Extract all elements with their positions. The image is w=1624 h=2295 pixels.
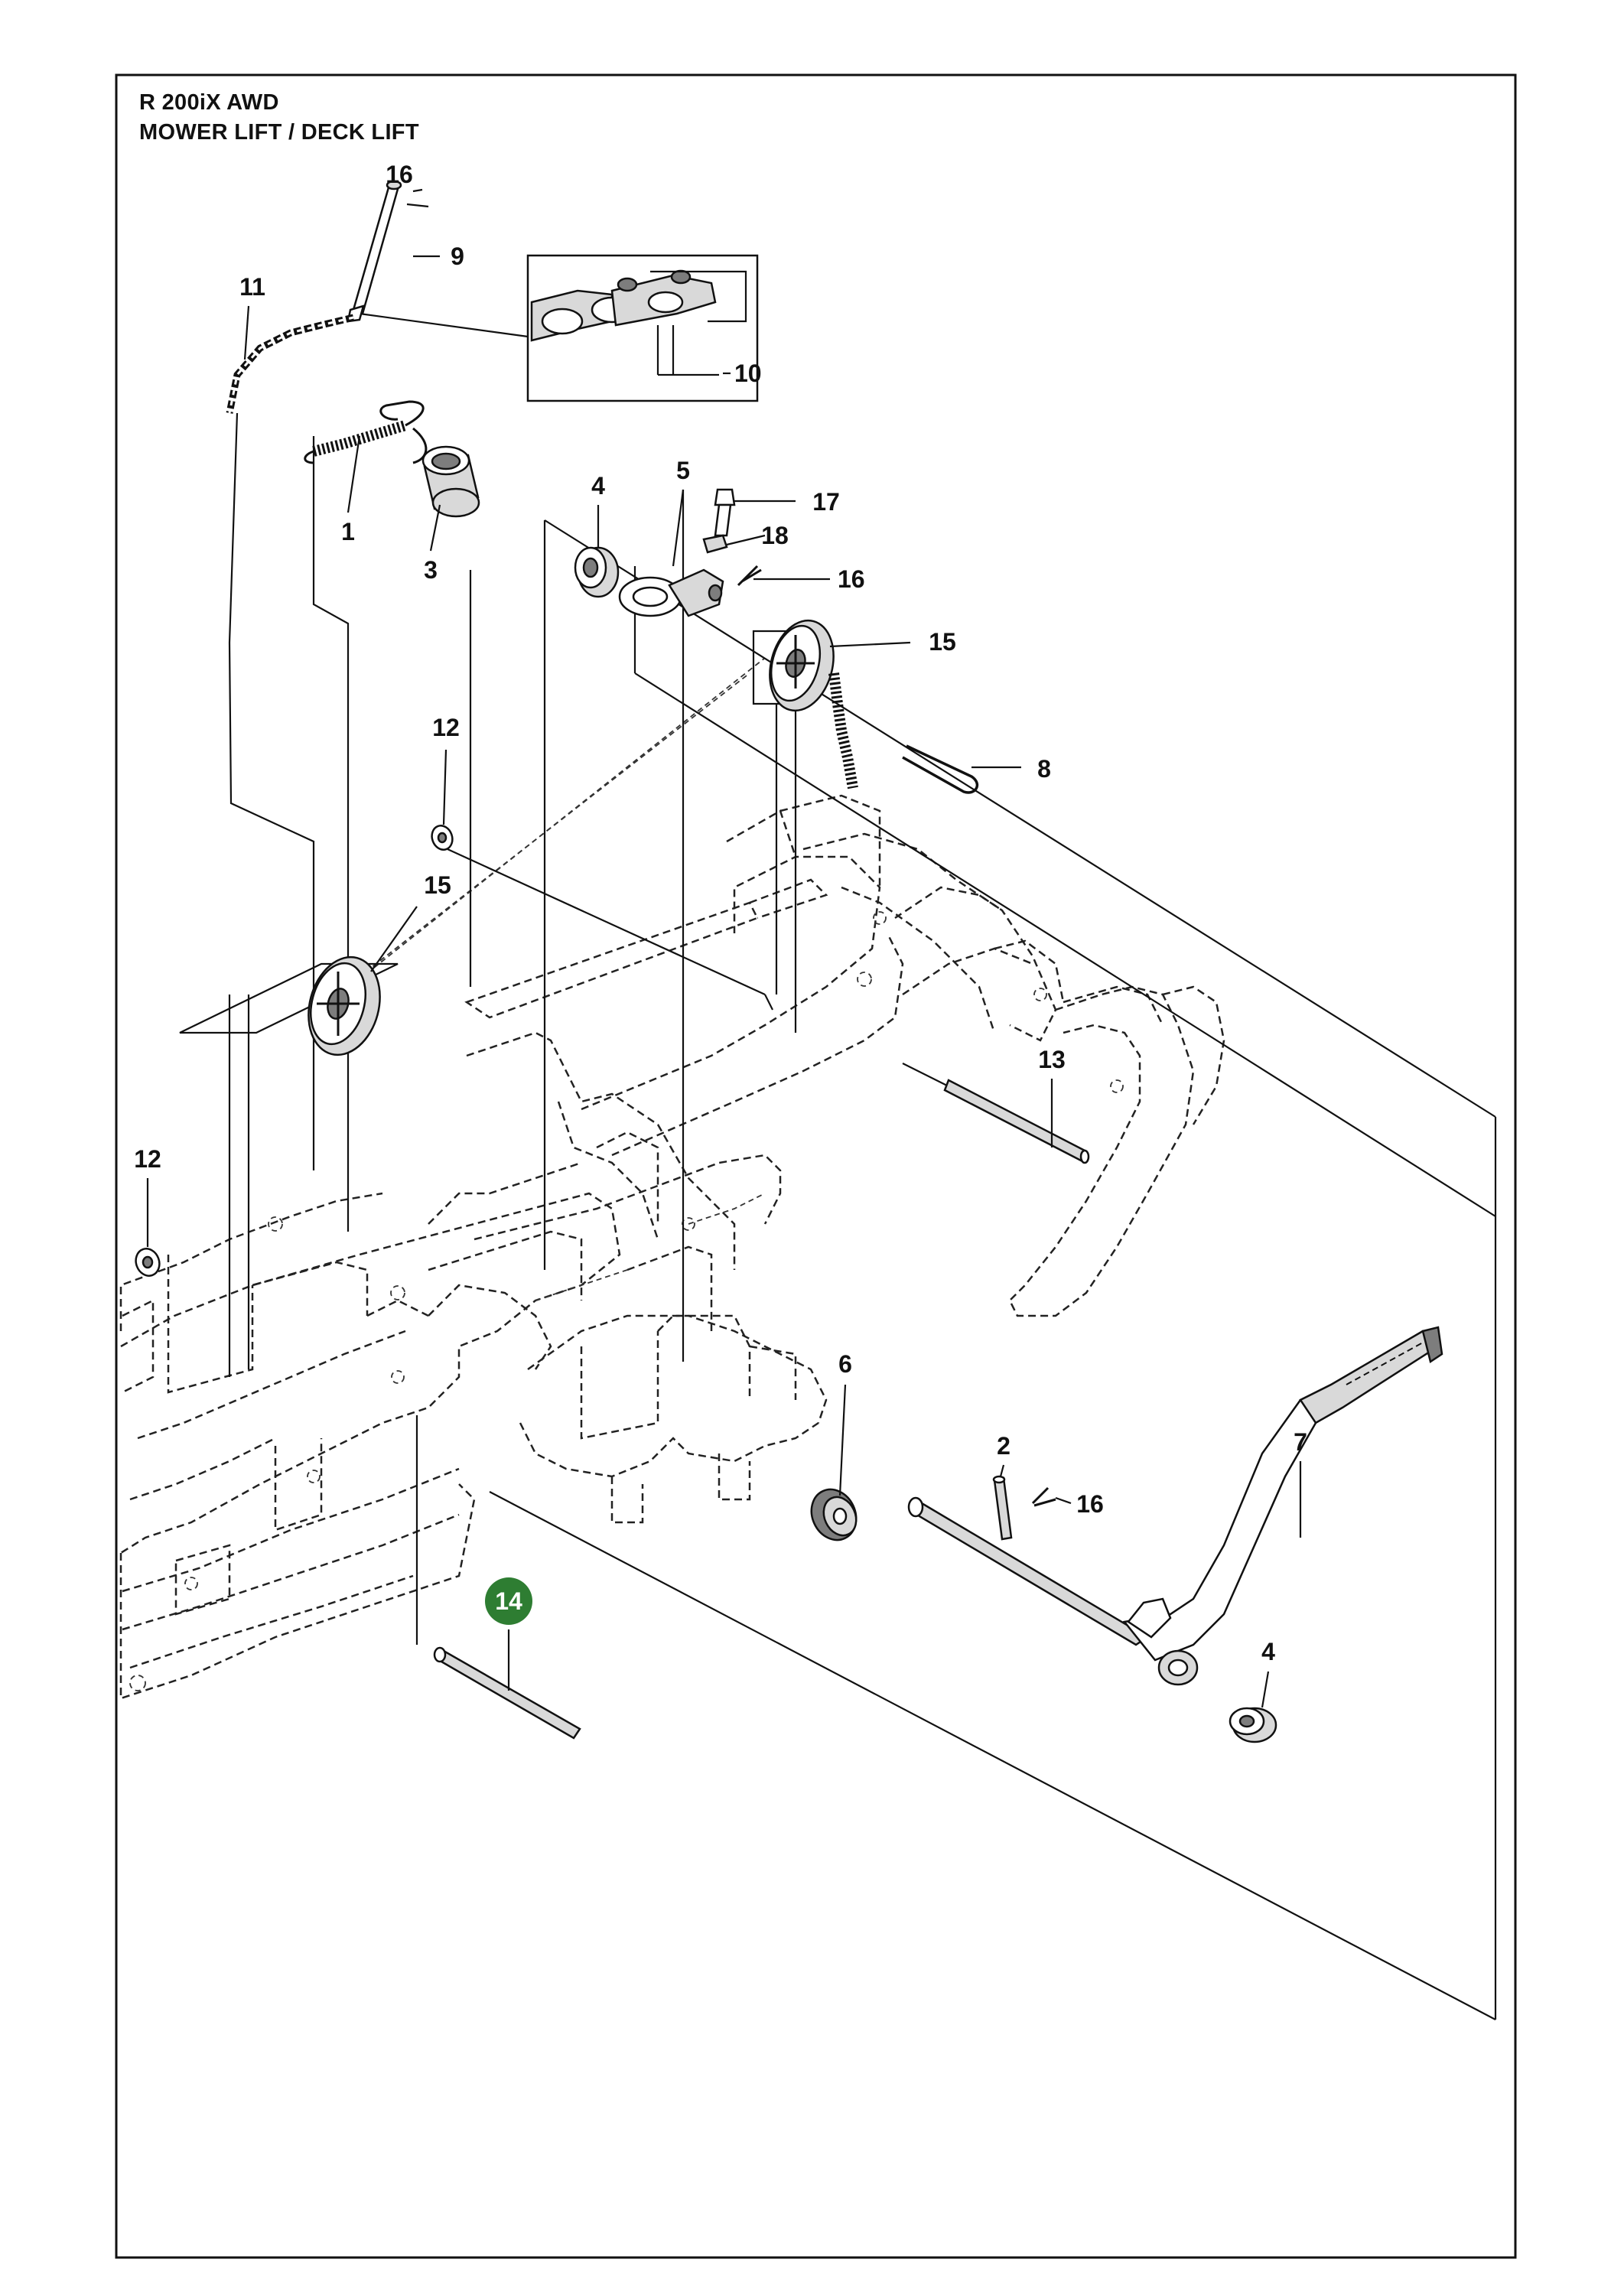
cotter-pin-middle xyxy=(737,565,762,587)
callout-1: 1 xyxy=(341,518,355,545)
chain-part xyxy=(226,314,355,414)
callout-leaders xyxy=(146,188,1302,1708)
hub-part xyxy=(810,1488,858,1541)
threaded-rod-part xyxy=(828,672,858,789)
callout-15b: 15 xyxy=(424,871,451,899)
flange-bushing-lower xyxy=(1229,1707,1277,1743)
bolt-part xyxy=(714,488,736,537)
callout-14-badge xyxy=(485,1577,532,1625)
callout-16c: 16 xyxy=(1076,1490,1104,1518)
chassis-frame xyxy=(119,794,1225,1700)
callout-14: 14 xyxy=(495,1587,522,1615)
callout-8: 8 xyxy=(1037,755,1051,783)
lift-rod-part xyxy=(347,180,429,323)
callout-4a: 4 xyxy=(591,472,605,500)
lever-shaft-part xyxy=(907,1496,1150,1646)
callout-15a: 15 xyxy=(929,628,956,656)
pulley-lower xyxy=(308,955,381,1056)
diagram-model-title: R 200iX AWD xyxy=(139,90,279,115)
callout-11: 11 xyxy=(239,273,265,301)
cotter-pin-lower xyxy=(1031,1486,1056,1507)
bushing-part xyxy=(421,445,480,518)
rod-13-part xyxy=(943,1079,1090,1164)
callout-9: 9 xyxy=(451,243,464,270)
callout-5: 5 xyxy=(676,457,690,484)
callout-16b: 16 xyxy=(838,565,865,593)
flange-bushing-upper xyxy=(574,546,620,598)
spring-part xyxy=(304,400,428,464)
parts xyxy=(135,180,1443,1743)
callout-6: 6 xyxy=(838,1350,852,1378)
callout-18: 18 xyxy=(761,522,789,549)
diagram-section-title: MOWER LIFT / DECK LIFT xyxy=(139,120,419,145)
page-border xyxy=(115,73,1517,2259)
pin-part xyxy=(992,1475,1013,1541)
chain-detail-inset xyxy=(526,254,759,402)
callout-4b: 4 xyxy=(1261,1638,1275,1665)
nut-part xyxy=(702,534,728,554)
callout-17: 17 xyxy=(812,488,840,516)
washer-upper xyxy=(431,825,454,851)
lift-arm-part xyxy=(618,568,724,617)
callout-13: 13 xyxy=(1038,1046,1066,1073)
long-pin-part xyxy=(433,1646,581,1740)
pulley-upper xyxy=(769,619,835,712)
callout-labels: 16 9 11 10 1 3 4 5 17 18 16 15 12 8 15 1… xyxy=(134,161,1307,1665)
callout-12b: 12 xyxy=(134,1145,161,1173)
callout-10: 10 xyxy=(734,360,762,387)
callout-12a: 12 xyxy=(432,714,460,741)
assembly-lines xyxy=(179,312,1497,2020)
lift-lever-part xyxy=(1122,1326,1443,1686)
callout-2: 2 xyxy=(997,1432,1011,1460)
hair-pin-part xyxy=(902,744,979,794)
washer-lower xyxy=(135,1248,161,1277)
callout-7: 7 xyxy=(1294,1428,1307,1456)
callout-16a: 16 xyxy=(386,161,413,188)
callout-3: 3 xyxy=(424,556,438,584)
